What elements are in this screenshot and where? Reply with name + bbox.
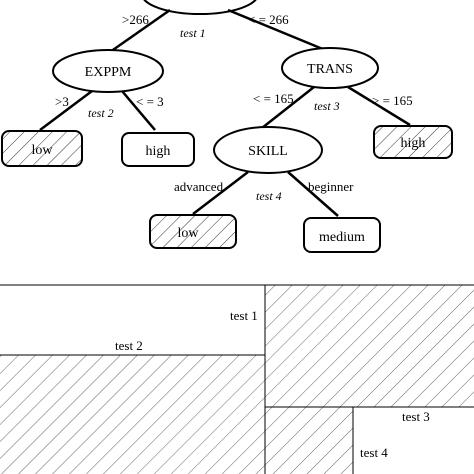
skill-node — [213, 126, 323, 174]
partition-test3-label: test 3 — [402, 409, 430, 424]
leaf-trans-high — [373, 125, 453, 159]
leaf-skill-medium-label: medium — [319, 230, 365, 245]
exppm-edge-right-label: < = 3 — [136, 94, 164, 109]
leaf-exppm-low — [1, 130, 83, 167]
test2-label: test 2 — [88, 106, 114, 120]
leaf-skill-medium — [303, 217, 381, 253]
edge-exppm-low — [39, 90, 93, 131]
edge-root-trans — [227, 8, 331, 54]
region-test4-hatched — [265, 407, 353, 474]
edge-root-exppm — [109, 8, 171, 54]
root-edge-right-label: < = 266 — [248, 12, 289, 27]
test3-label: test 3 — [314, 99, 340, 113]
edge-trans-skill — [261, 86, 315, 129]
edge-skill-medium — [287, 171, 339, 217]
edge-exppm-high — [121, 90, 156, 131]
leaf-trans-high-label: high — [401, 136, 426, 151]
skill-edge-right-label: beginner — [308, 179, 354, 194]
exppm-node — [52, 49, 164, 93]
test4-label: test 4 — [256, 189, 282, 203]
root-edge-left-label: >266 — [122, 12, 149, 27]
skill-edge-left-label: advanced — [174, 179, 224, 194]
exppm-edge-left-label: >3 — [55, 94, 69, 109]
leaf-skill-low — [149, 214, 237, 249]
leaf-skill-low-label: low — [178, 226, 200, 241]
partition-diagram: test 1 test 2 test 3 test 4 — [0, 284, 474, 474]
test1-label: test 1 — [180, 26, 206, 40]
trans-edge-left-label: < = 165 — [253, 91, 294, 106]
partition-test2-label: test 2 — [115, 338, 143, 353]
region-test2-hatched — [0, 355, 265, 474]
leaf-exppm-high — [121, 132, 195, 167]
skill-label: SKILL — [248, 144, 288, 159]
trans-edge-right-label: > = 165 — [372, 93, 413, 108]
partition-test4-label: test 4 — [360, 445, 388, 460]
partition-test1-label: test 1 — [230, 308, 258, 323]
trans-node — [281, 47, 379, 89]
edge-trans-high — [347, 85, 411, 127]
exppm-label: EXPPM — [85, 65, 132, 80]
leaf-exppm-high-label: high — [146, 144, 171, 159]
region-test1-hatched — [265, 285, 474, 407]
leaf-exppm-low-label: low — [32, 143, 54, 158]
root-node — [143, 0, 257, 15]
edge-skill-low — [192, 171, 249, 215]
trans-label: TRANS — [307, 62, 353, 77]
